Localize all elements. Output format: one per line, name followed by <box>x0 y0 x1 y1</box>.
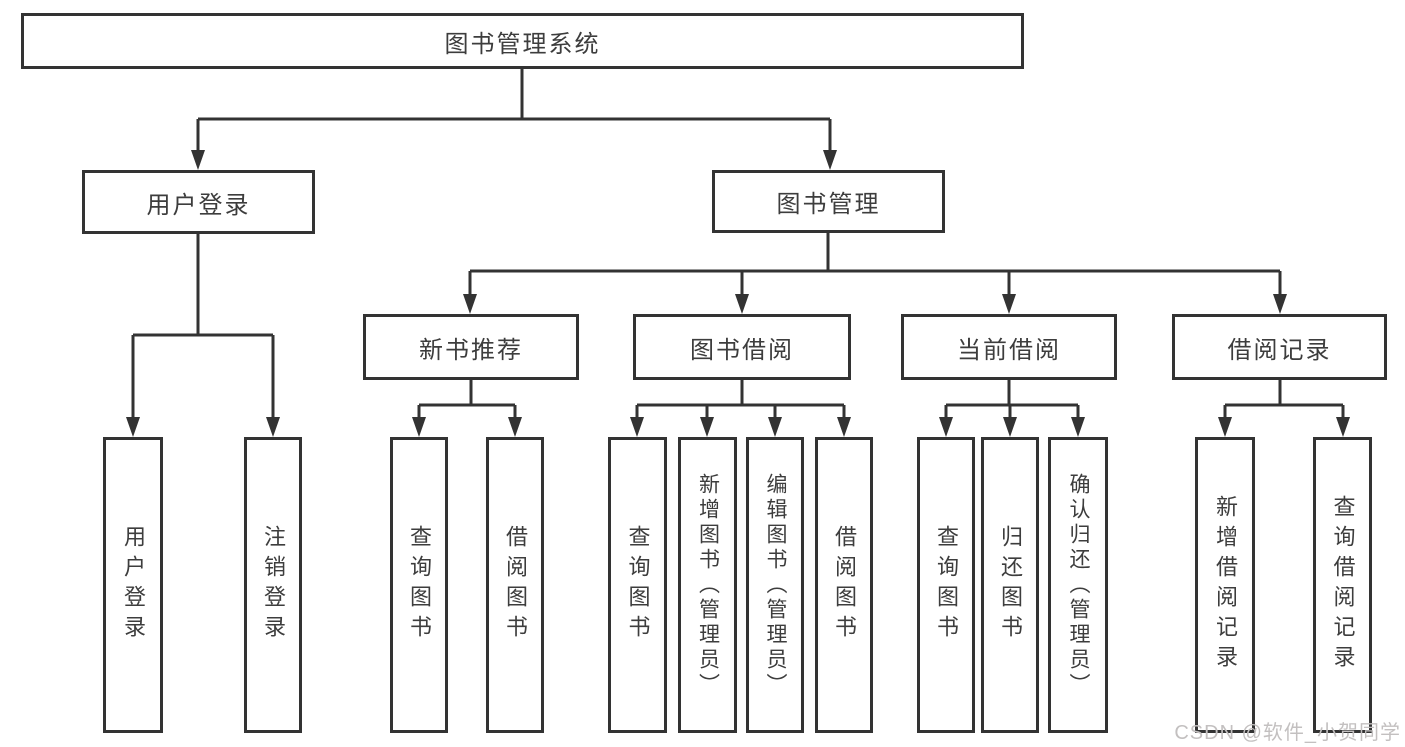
leaf-logout: 注销登录 <box>244 437 302 733</box>
node-label: 借阅图书 <box>832 525 857 645</box>
leaf-borrowing-query-books: 查询图书 <box>608 437 667 733</box>
node-book-borrowing: 图书借阅 <box>633 314 851 380</box>
node-label: 图书管理 <box>776 191 881 218</box>
node-label: 借阅图书 <box>503 525 528 645</box>
leaf-newbook-borrow-books: 借阅图书 <box>486 437 544 733</box>
leaf-borrowing-borrow-books: 借阅图书 <box>815 437 873 733</box>
node-label: 确认归还（管理员） <box>1067 472 1090 698</box>
node-label: 新增借阅记录 <box>1213 495 1238 675</box>
node-label: 当前借阅 <box>957 336 1061 364</box>
node-borrowing-records: 借阅记录 <box>1172 314 1387 380</box>
node-label: 图书借阅 <box>690 336 794 364</box>
leaf-current-return-books: 归还图书 <box>981 437 1039 733</box>
node-label: 注销登录 <box>261 525 286 645</box>
leaf-records-query-borrow-record: 查询借阅记录 <box>1313 437 1372 733</box>
node-label: 借阅记录 <box>1227 336 1332 364</box>
watermark: CSDN @软件_小贺同学 <box>1174 722 1401 744</box>
node-label: 图书管理系统 <box>444 30 601 58</box>
node-label: 查询图书 <box>934 525 959 645</box>
leaf-borrowing-edit-books-admin: 编辑图书（管理员） <box>746 437 804 733</box>
node-label: 新增图书（管理员） <box>696 472 720 698</box>
node-label: 编辑图书（管理员） <box>764 472 787 698</box>
leaf-current-confirm-return-admin: 确认归还（管理员） <box>1048 437 1108 733</box>
node-label: 用户登录 <box>146 191 251 219</box>
node-new-book-recommend: 新书推荐 <box>363 314 579 380</box>
leaf-current-query-books: 查询图书 <box>917 437 975 733</box>
leaf-user-login: 用户登录 <box>103 437 163 733</box>
leaf-newbook-query-books: 查询图书 <box>390 437 448 733</box>
node-label: 查询图书 <box>407 525 432 645</box>
leaf-borrowing-add-books-admin: 新增图书（管理员） <box>678 437 737 733</box>
node-label: 查询图书 <box>625 525 651 645</box>
node-user-login: 用户登录 <box>82 170 315 234</box>
node-library-management-system: 图书管理系统 <box>21 13 1024 69</box>
node-book-management: 图书管理 <box>712 170 945 233</box>
node-label: 查询借阅记录 <box>1330 495 1356 675</box>
node-label: 用户登录 <box>121 525 146 645</box>
node-label: 归还图书 <box>998 525 1023 645</box>
node-label: 新书推荐 <box>419 336 523 364</box>
leaf-records-add-borrow-record: 新增借阅记录 <box>1195 437 1255 733</box>
node-current-borrowing: 当前借阅 <box>901 314 1117 380</box>
